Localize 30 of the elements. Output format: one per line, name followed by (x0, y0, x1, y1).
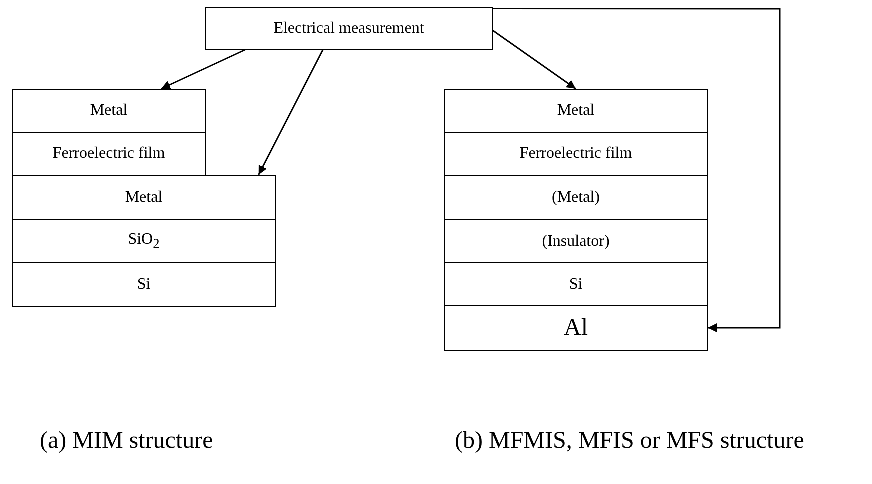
layer-label: Al (564, 314, 588, 342)
layer-label: (Metal) (552, 189, 600, 207)
layer-box (12, 89, 206, 133)
layer-label: Si (569, 276, 583, 294)
arrow (492, 30, 576, 90)
layer-label: (Insulator) (542, 232, 610, 250)
layer-box (12, 132, 206, 176)
layer-label: Si (137, 276, 151, 294)
layer-label: Electrical measurement (274, 20, 424, 38)
caption: (a) MIM structure (40, 428, 214, 455)
layer-box (12, 219, 276, 264)
layer-label: Metal (90, 102, 128, 120)
arrow (161, 49, 246, 90)
layer-label: Ferroelectric film (520, 145, 632, 163)
layer-box (12, 262, 276, 307)
label-box (205, 7, 493, 50)
layer-label: Metal (125, 189, 163, 207)
layer-box (444, 175, 708, 221)
layer-label: Ferroelectric film (52, 145, 166, 163)
arrow (493, 8, 781, 332)
layer-box (444, 305, 708, 351)
layer-label: SiO$_{2}$ (128, 230, 160, 252)
caption: (b) MFMIS, MFIS or MFS structure (455, 428, 804, 455)
layer-box (444, 89, 708, 133)
layer-box (444, 219, 708, 264)
arrow (258, 50, 324, 176)
layer-label: Metal (557, 102, 595, 120)
layer-box (12, 175, 276, 221)
layer-box (444, 132, 708, 176)
layer-box (444, 262, 708, 307)
